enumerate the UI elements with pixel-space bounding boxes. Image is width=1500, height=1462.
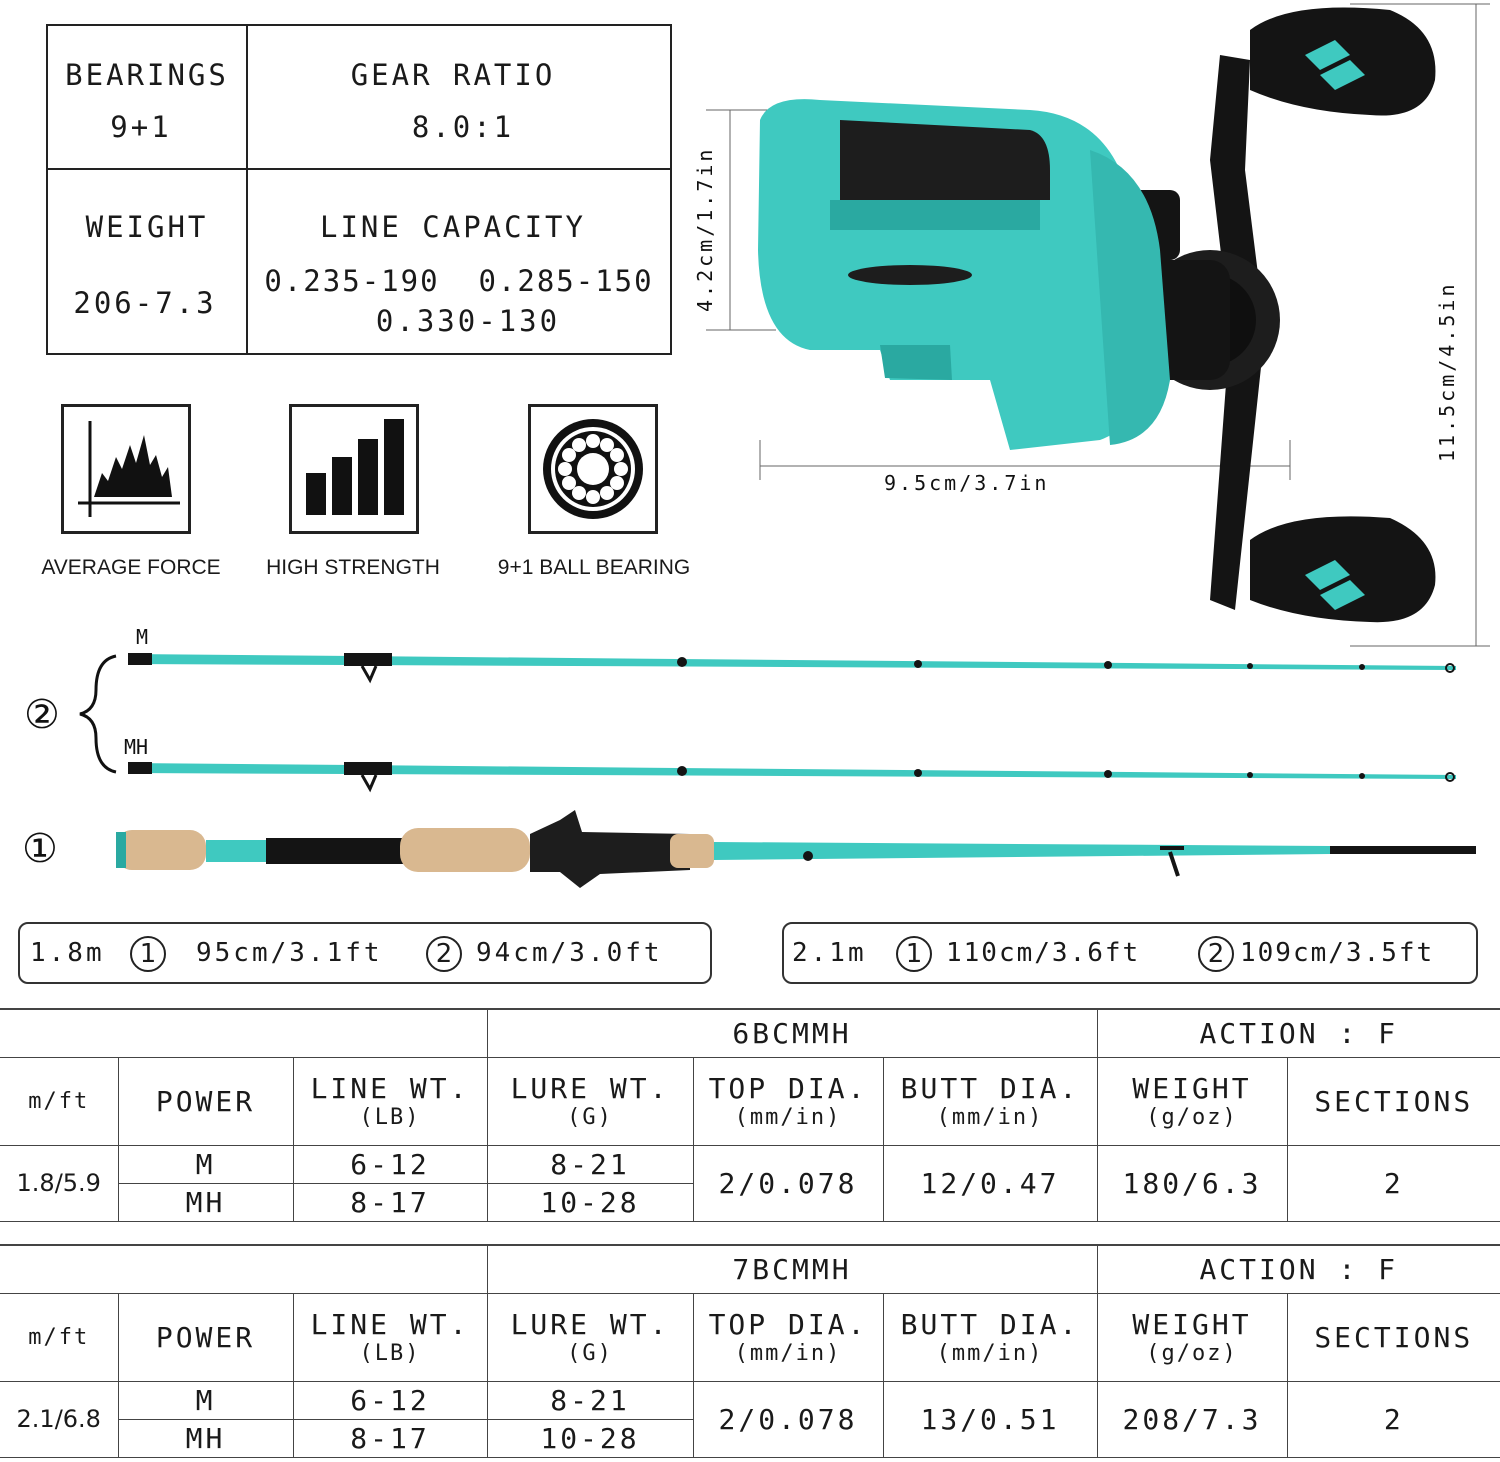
weight-cell: 208/7.3 — [1096, 1380, 1288, 1458]
section2-circle: 2 — [426, 936, 462, 972]
bar-strength-icon — [306, 419, 404, 515]
sections-cell: 2 — [1286, 1144, 1500, 1222]
action-label: ACTION : F — [1096, 1244, 1500, 1294]
spec-table-6bcmmh: 6BCMMH ACTION : F m/ft POWER LINE WT.(LB… — [0, 1008, 1500, 1222]
header-line-wt: LINE WT.(LB) — [292, 1056, 488, 1146]
feature-label-ball-bearing: 9+1 BALL BEARING — [497, 556, 691, 579]
mountain-chart-icon — [78, 421, 180, 517]
total-length: 2.1m — [792, 938, 867, 968]
tip-section-m — [128, 653, 1456, 684]
ball-bearing-box — [528, 404, 658, 534]
section1-circle: 1 — [130, 936, 166, 972]
section1-length: 95cm/3.1ft — [196, 938, 383, 968]
sections-cell: 2 — [1286, 1380, 1500, 1458]
model-name: 6BCMMH — [486, 1008, 1098, 1058]
power-cell: MH — [117, 1418, 294, 1458]
rod-diagram: ② M MH ① — [22, 625, 1476, 888]
header-power: POWER — [117, 1056, 294, 1146]
total-length: 1.8m — [30, 938, 105, 968]
section1-circle: 1 — [896, 936, 932, 972]
spec-divider-vertical — [246, 26, 248, 353]
header-power: POWER — [117, 1292, 294, 1382]
line-wt-cell: 6-12 — [292, 1380, 488, 1420]
section2-marker: ② — [24, 692, 60, 738]
gear-ratio-label: GEAR RATIO — [350, 58, 556, 92]
header-butt-dia: BUTT DIA.(mm/in) — [882, 1292, 1098, 1382]
tip-mh-label: MH — [124, 735, 148, 759]
header-mft: m/ft — [0, 1292, 119, 1382]
header-sections: SECTIONS — [1286, 1292, 1500, 1382]
feature-label-high-strength: HIGH STRENGTH — [266, 556, 440, 579]
lure-wt-cell: 8-21 — [486, 1144, 694, 1184]
lure-wt-cell: 10-28 — [486, 1182, 694, 1222]
weight-label: WEIGHT — [85, 210, 209, 244]
lure-wt-cell: 8-21 — [486, 1380, 694, 1420]
header-line-wt: LINE WT.(LB) — [292, 1292, 488, 1382]
table-row: MH 8-17 10-28 — [0, 1182, 1500, 1222]
baitcasting-reel-image: 4.2cm/1.7in 9.5cm/3.7in 11.5cm/4.5in — [693, 3, 1490, 647]
average-force-box — [61, 404, 191, 534]
spec-table-7bcmmh: 7BCMMH ACTION : F m/ft POWER LINE WT.(LB… — [0, 1244, 1500, 1458]
top-dia-cell: 2/0.078 — [692, 1144, 884, 1222]
header-butt-dia: BUTT DIA.(mm/in) — [882, 1056, 1098, 1146]
weight-cell: 180/6.3 — [1096, 1144, 1288, 1222]
power-cell: M — [117, 1380, 294, 1420]
header-weight: WEIGHT(g/oz) — [1096, 1292, 1288, 1382]
header-sections: SECTIONS — [1286, 1056, 1500, 1146]
model-name: 7BCMMH — [486, 1244, 1098, 1294]
top-dia-cell: 2/0.078 — [692, 1380, 884, 1458]
power-cell: M — [117, 1144, 294, 1184]
feature-label-average-force: AVERAGE FORCE — [41, 556, 221, 579]
header-mft: m/ft — [0, 1056, 119, 1146]
length-cell: 2.1/6.8 — [0, 1380, 119, 1458]
line-wt-cell: 6-12 — [292, 1144, 488, 1184]
table-row: 2.1/6.8 M 6-12 8-21 2/0.078 13/0.51 208/… — [0, 1380, 1500, 1458]
line-wt-cell: 8-17 — [292, 1418, 488, 1458]
length-pill-2.1m: 2.1m 1 110cm/3.6ft 2 109cm/3.5ft — [782, 922, 1478, 984]
header-weight: WEIGHT(g/oz) — [1096, 1056, 1288, 1146]
section1-marker: ① — [22, 826, 58, 872]
tip-section-mh — [128, 762, 1456, 793]
length-pill-1.8m: 1.8m 1 95cm/3.1ft 2 94cm/3.0ft — [18, 922, 712, 984]
action-label: ACTION : F — [1096, 1008, 1500, 1058]
header-lure-wt: LURE WT.(G) — [486, 1292, 694, 1382]
butt-dia-cell: 12/0.47 — [882, 1144, 1098, 1222]
reel-height-dimension: 4.2cm/1.7in — [693, 147, 717, 312]
line-capacity-row1: 0.235-190 0.285-150 — [264, 264, 654, 298]
length-cell: 1.8/5.9 — [0, 1144, 119, 1222]
line-capacity-row2: 0.330-130 — [375, 304, 561, 338]
table-row: MH 8-17 10-28 — [0, 1418, 1500, 1458]
section1-length: 110cm/3.6ft — [946, 938, 1141, 968]
section2-length: 109cm/3.5ft — [1240, 938, 1435, 968]
reel-width-dimension: 9.5cm/3.7in — [884, 471, 1049, 495]
spec-divider-horizontal — [48, 168, 670, 170]
ball-bearing-icon — [543, 419, 643, 519]
section2-circle: 2 — [1198, 936, 1234, 972]
header-top-dia: TOP DIA.(mm/in) — [692, 1056, 884, 1146]
butt-section — [116, 810, 1476, 888]
tip-m-label: M — [136, 625, 148, 649]
bearings-value: 9+1 — [110, 110, 172, 144]
butt-dia-cell: 13/0.51 — [882, 1380, 1098, 1458]
line-capacity-label: LINE CAPACITY — [320, 210, 586, 244]
reel-spec-box: BEARINGS 9+1 GEAR RATIO 8.0:1 WEIGHT 206… — [46, 24, 672, 355]
header-top-dia: TOP DIA.(mm/in) — [692, 1292, 884, 1382]
reel-total-height-dimension: 11.5cm/4.5in — [1435, 282, 1459, 463]
table-row: 1.8/5.9 M 6-12 8-21 2/0.078 12/0.47 180/… — [0, 1144, 1500, 1222]
power-cell: MH — [117, 1182, 294, 1222]
weight-value: 206-7.3 — [73, 286, 217, 320]
high-strength-box — [289, 404, 419, 534]
section2-length: 94cm/3.0ft — [476, 938, 663, 968]
header-lure-wt: LURE WT.(G) — [486, 1056, 694, 1146]
gear-ratio-value: 8.0:1 — [411, 110, 515, 144]
bearings-label: BEARINGS — [65, 58, 229, 92]
lure-wt-cell: 10-28 — [486, 1418, 694, 1458]
line-wt-cell: 8-17 — [292, 1182, 488, 1222]
